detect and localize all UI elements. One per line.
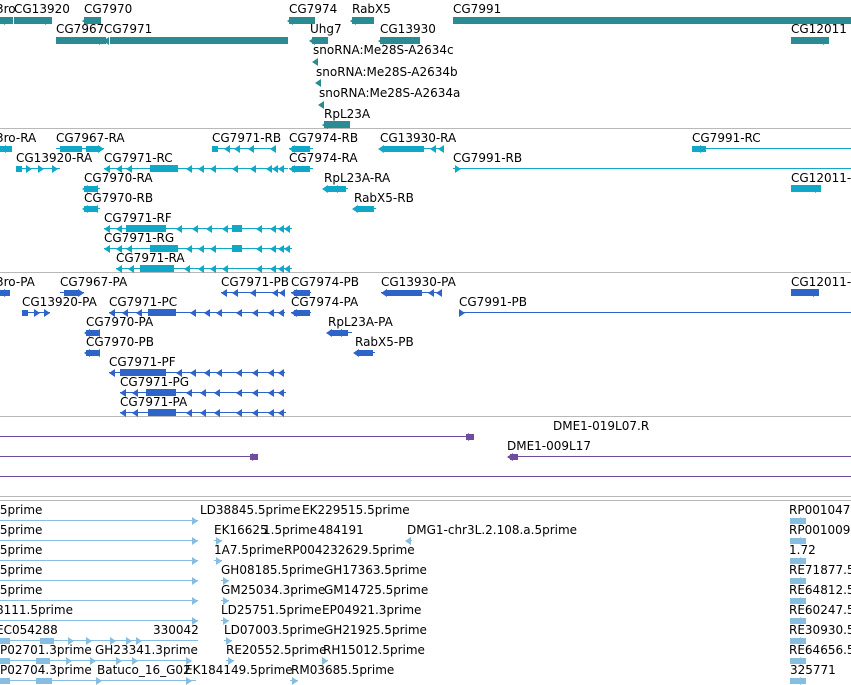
track-divider bbox=[0, 500, 851, 501]
transcripts-label-cg7970-rb[interactable]: CG7970-RB bbox=[84, 191, 154, 205]
genes-label-cg12011[interactable]: CG12011 bbox=[791, 22, 847, 36]
ests-label-batuco-16-g02[interactable]: Batuco_16_G02 bbox=[97, 663, 191, 677]
transcripts-label-cg7974-rb[interactable]: CG7974-RB bbox=[289, 131, 359, 145]
proteins-label-cg7991-pb[interactable]: CG7991-PB bbox=[459, 295, 528, 309]
proteins-label-cg7971-pg[interactable]: CG7971-PG bbox=[120, 375, 190, 389]
proteins-label-rpl23a-pa[interactable]: RpL23A-PA bbox=[328, 315, 393, 329]
ests-label-gh21925-5prime[interactable]: GH21925.5prime bbox=[324, 623, 427, 637]
transcripts-label-cg7971-rb[interactable]: CG7971-RB bbox=[212, 131, 282, 145]
genes-label-uhg7[interactable]: Uhg7 bbox=[310, 22, 342, 36]
track-divider bbox=[0, 416, 851, 417]
genes-label-snorna-me28s-a2634b[interactable]: snoRNA:Me28S-A2634b bbox=[316, 65, 458, 79]
proteins-label-cg7974-pb[interactable]: CG7974-PB bbox=[291, 275, 360, 289]
ests-label-1-5prime[interactable]: 1.5prime bbox=[263, 523, 318, 537]
ests-label-8111-5prime[interactable]: 8111.5prime bbox=[0, 603, 73, 617]
transcripts-label-cg7974-ra[interactable]: CG7974-RA bbox=[289, 151, 358, 165]
ests-label-rh15012-5prime[interactable]: RH15012.5prime bbox=[323, 643, 425, 657]
ests-label-p02701-3prime[interactable]: P02701.3prime bbox=[0, 643, 92, 657]
proteins-label-rabx5-pb[interactable]: RabX5-PB bbox=[355, 335, 414, 349]
genes-label-snorna-me28s-a2634a[interactable]: snoRNA:Me28S-A2634a bbox=[319, 86, 461, 100]
proteins-label-cg7971-pf[interactable]: CG7971-PF bbox=[109, 355, 176, 369]
ests-label-1a7-5prime[interactable]: 1A7.5prime bbox=[214, 543, 284, 557]
ests-label-ld25751-5prime[interactable]: LD25751.5prime bbox=[221, 603, 322, 617]
clones-label-dme1-019l07-r[interactable]: DME1-019L07.R bbox=[553, 419, 650, 433]
ests-label-gm14725-5prime[interactable]: GM14725.5prime bbox=[324, 583, 429, 597]
genes-label-cg7991[interactable]: CG7991 bbox=[453, 2, 502, 16]
transcripts-label-cg7991-rb[interactable]: CG7991-RB bbox=[453, 151, 523, 165]
ests-label-5prime[interactable]: .5prime bbox=[0, 503, 43, 517]
ests-label-ec054288[interactable]: EC054288 bbox=[0, 623, 58, 637]
proteins-label-cg7970-pa[interactable]: CG7970-PA bbox=[86, 315, 154, 329]
proteins-label-cg13930-pa[interactable]: CG13930-PA bbox=[381, 275, 456, 289]
transcripts-label-cg7971-rg[interactable]: CG7971-RG bbox=[104, 231, 175, 245]
genes-label-cg7967[interactable]: CG7967 bbox=[56, 22, 105, 36]
transcripts-label-cg12011[interactable]: CG12011- bbox=[791, 171, 851, 185]
transcripts-label-3ro-ra[interactable]: 3ro-RA bbox=[0, 131, 37, 145]
track-divider bbox=[0, 496, 851, 497]
ests-label-dmg1-chr3l-2-108-a-5prime[interactable]: DMG1-chr3L.2.108.a.5prime bbox=[407, 523, 578, 537]
proteins-label-cg7971-pb[interactable]: CG7971-PB bbox=[221, 275, 290, 289]
clones-label-dme1-009l17[interactable]: DME1-009L17 bbox=[507, 439, 591, 453]
ests-label-rm03685-5prime[interactable]: RM03685.5prime bbox=[291, 663, 395, 677]
ests-label-re30930-5[interactable]: RE30930.5 bbox=[789, 623, 851, 637]
ests-label-p02704-3prime[interactable]: P02704.3prime bbox=[0, 663, 92, 677]
transcripts-label-cg13930-ra[interactable]: CG13930-RA bbox=[380, 131, 457, 145]
transcripts-label-rabx5-rb[interactable]: RabX5-RB bbox=[354, 191, 414, 205]
ests-label-325771[interactable]: 325771 bbox=[790, 663, 836, 677]
ests-label-484191[interactable]: 484191 bbox=[318, 523, 364, 537]
ests-label-re64812-5[interactable]: RE64812.5 bbox=[789, 583, 851, 597]
proteins-label-cg12011[interactable]: CG12011- bbox=[791, 275, 851, 289]
transcripts-label-cg13920-ra[interactable]: CG13920-RA bbox=[16, 151, 93, 165]
transcripts-label-cg7970-ra[interactable]: CG7970-RA bbox=[84, 171, 153, 185]
ests-label-rp001009[interactable]: RP001009 bbox=[789, 523, 851, 537]
ests-label-5prime[interactable]: .5prime bbox=[0, 583, 43, 597]
transcripts-label-cg7971-rc[interactable]: CG7971-RC bbox=[104, 151, 173, 165]
transcripts-label-cg7971-ra[interactable]: CG7971-RA bbox=[116, 251, 185, 265]
ests-label-gm25034-3prime[interactable]: GM25034.3prime bbox=[221, 583, 326, 597]
genes-label-cg7974[interactable]: CG7974 bbox=[289, 2, 338, 16]
ests-label-5prime[interactable]: .5prime bbox=[0, 523, 43, 537]
ests-label-ep04921-3prime[interactable]: EP04921.3prime bbox=[322, 603, 422, 617]
ests-label-re64656-5[interactable]: RE64656.5 bbox=[789, 643, 851, 657]
track-divider bbox=[0, 128, 851, 129]
genes-label-cg13930[interactable]: CG13930 bbox=[380, 22, 436, 36]
proteins-label-cg7967-pa[interactable]: CG7967-PA bbox=[60, 275, 128, 289]
proteins-label-cg7970-pb[interactable]: CG7970-PB bbox=[86, 335, 155, 349]
ests-label-re60247-5[interactable]: RE60247.5 bbox=[789, 603, 851, 617]
genes-label-rpl23a[interactable]: RpL23A bbox=[324, 107, 371, 121]
ests-label-ek229515-5prime[interactable]: EK229515.5prime bbox=[302, 503, 410, 517]
genes-label-rabx5[interactable]: RabX5 bbox=[352, 2, 391, 16]
proteins-label-3ro-pa[interactable]: 3ro-PA bbox=[0, 275, 35, 289]
proteins-label-cg7971-pa[interactable]: CG7971-PA bbox=[120, 395, 188, 409]
ests-label-5prime[interactable]: .5prime bbox=[0, 563, 43, 577]
ests-label-1-72[interactable]: 1.72 bbox=[789, 543, 816, 557]
proteins-label-cg7971-pc[interactable]: CG7971-PC bbox=[109, 295, 178, 309]
proteins-label-cg7974-pa[interactable]: CG7974-PA bbox=[291, 295, 359, 309]
ests-label-rp004232629-5prime[interactable]: RP004232629.5prime bbox=[284, 543, 415, 557]
ests-label-gh08185-5prime[interactable]: GH08185.5prime bbox=[221, 563, 324, 577]
genes-label-cg7971[interactable]: CG7971 bbox=[104, 22, 153, 36]
ests-label-rp001047[interactable]: RP001047 bbox=[789, 503, 851, 517]
genes-label-snorna-me28s-a2634c[interactable]: snoRNA:Me28S-A2634c bbox=[313, 43, 454, 57]
genes-label-cg7970[interactable]: CG7970 bbox=[84, 2, 133, 16]
transcripts-label-cg7971-rf[interactable]: CG7971-RF bbox=[104, 211, 172, 225]
ests-label-ek184149-5prime[interactable]: EK184149.5prime bbox=[185, 663, 293, 677]
ests-label-5prime[interactable]: .5prime bbox=[0, 543, 43, 557]
ests-label-ek16625[interactable]: EK16625 bbox=[214, 523, 268, 537]
track-divider bbox=[0, 272, 851, 273]
transcripts-label-rpl23a-ra[interactable]: RpL23A-RA bbox=[324, 171, 391, 185]
transcripts-label-cg7967-ra[interactable]: CG7967-RA bbox=[56, 131, 125, 145]
ests-label-gh23341-3prime[interactable]: GH23341.3prime bbox=[95, 643, 198, 657]
ests-label-ld07003-5prime[interactable]: LD07003.5prime bbox=[224, 623, 325, 637]
ests-label-gh17363-5prime[interactable]: GH17363.5prime bbox=[324, 563, 427, 577]
proteins-label-cg13920-pa[interactable]: CG13920-PA bbox=[22, 295, 97, 309]
genes-label-cg13920[interactable]: CG13920 bbox=[14, 2, 70, 16]
ests-label-re20552-5prime[interactable]: RE20552.5prime bbox=[226, 643, 327, 657]
ests-label-re71877-5[interactable]: RE71877.5 bbox=[789, 563, 851, 577]
ests-label-ld38845-5prime[interactable]: LD38845.5prime bbox=[200, 503, 301, 517]
genes-label-3ro[interactable]: 3ro bbox=[0, 2, 16, 16]
transcripts-label-cg7991-rc[interactable]: CG7991-RC bbox=[692, 131, 761, 145]
ests-label-330042[interactable]: 330042 bbox=[153, 623, 199, 637]
